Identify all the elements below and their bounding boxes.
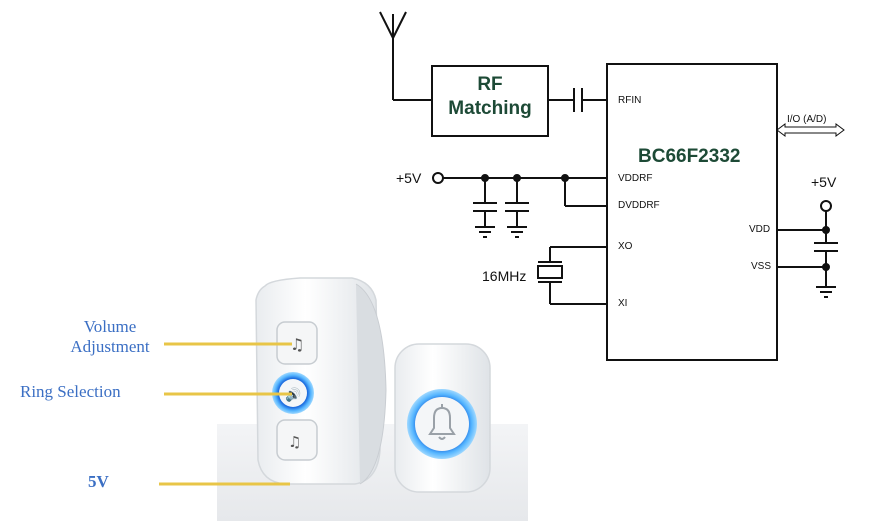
chip-body — [606, 63, 778, 361]
supply-terminal-left — [432, 172, 444, 184]
volume-callout-line2: Adjustment — [70, 337, 150, 356]
volume-callout-line1: Volume — [83, 317, 137, 336]
pin-xo: XO — [618, 241, 633, 252]
volume-note-icon[interactable]: ♫ — [290, 335, 304, 354]
chip-name: BC66F2332 — [638, 146, 741, 167]
doorbell-receiver: ♫ 🔊 ♫ — [255, 277, 387, 485]
supply-right-label: +5V — [811, 174, 837, 190]
doorbell-transmitter — [394, 343, 491, 493]
pin-xi: XI — [618, 298, 628, 309]
supply-terminal-right — [820, 200, 832, 212]
decoupling-capacitor-1 — [473, 178, 497, 238]
callout-leaders — [159, 342, 292, 486]
rf-block-label: RF Matching — [432, 74, 548, 120]
antenna-icon — [379, 11, 432, 101]
crystal-label: 16MHz — [482, 268, 527, 284]
decoupling-capacitor-2 — [505, 178, 529, 238]
rf-block-line1: RF — [477, 74, 503, 95]
schematic — [379, 11, 845, 361]
pin-dvddrf: DVDDRF — [618, 200, 660, 211]
speaker-icon: 🔊 — [285, 386, 301, 403]
ring-callout: Ring Selection — [20, 382, 121, 401]
bell-icon — [428, 404, 456, 440]
pin-vddrf: VDDRF — [618, 173, 653, 184]
volume-callout: Volume Adjustment — [62, 317, 158, 357]
rf-block-line2: Matching — [448, 98, 532, 119]
power-callout: 5V — [88, 472, 109, 491]
ground-icon — [816, 286, 836, 298]
supply-left-label: +5V — [396, 170, 422, 186]
product-photo: ♫ 🔊 ♫ — [217, 277, 528, 521]
pin-vss: VSS — [751, 261, 772, 272]
coupling-capacitor — [573, 88, 583, 112]
pin-rfin: RFIN — [618, 95, 642, 106]
io-label: I/O (A/D) — [787, 114, 827, 125]
crystal-oscillator — [537, 246, 607, 305]
pin-vdd: VDD — [749, 224, 771, 235]
io-arrow-icon — [776, 123, 845, 137]
music-note-icon[interactable]: ♫ — [288, 433, 301, 451]
